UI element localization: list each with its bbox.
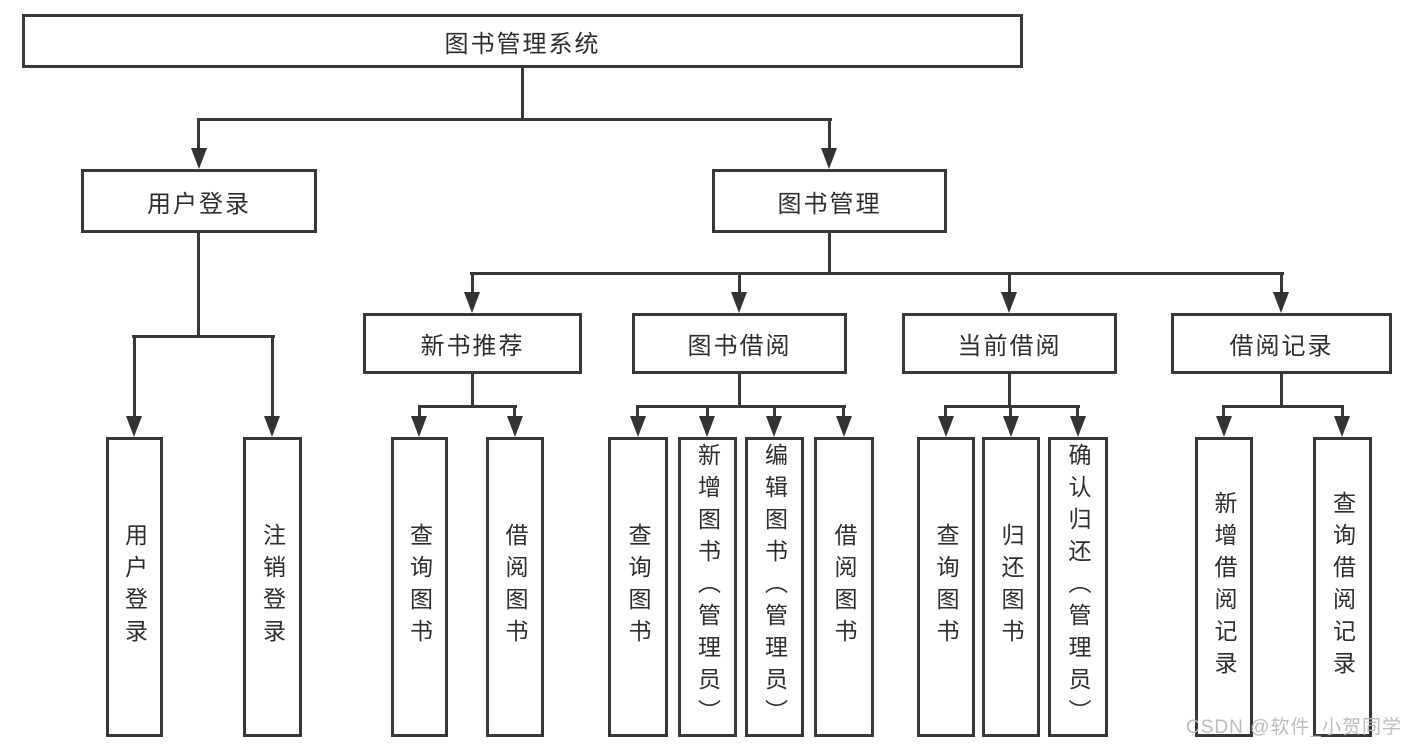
leaf-borrow-books-borrowing: 借阅图书 [814, 437, 874, 737]
csdn-watermark: CSDN @软件_小贺同学 [1186, 717, 1402, 738]
connector-line [1341, 405, 1344, 418]
connector-line [197, 118, 200, 150]
arrow-down-icon [411, 416, 427, 437]
arrow-down-icon [821, 148, 837, 169]
node-new-book-recommend: 新书推荐 [363, 313, 582, 374]
arrow-down-icon [836, 416, 852, 437]
leaf-query-books-recommend: 查询图书 [391, 437, 448, 737]
leaf-query-books-borrowing: 查询图书 [608, 437, 668, 737]
connector-line [636, 405, 846, 408]
connector-line [471, 272, 474, 294]
connector-line [1280, 374, 1283, 408]
node-current-borrowing: 当前借阅 [902, 313, 1117, 374]
arrow-down-icon [731, 292, 747, 313]
node-borrowing-records: 借阅记录 [1171, 313, 1392, 374]
connector-line [1008, 374, 1011, 408]
arrow-down-icon [264, 416, 280, 437]
arrow-down-icon [630, 416, 646, 437]
connector-line [636, 405, 639, 418]
connector-line [1009, 405, 1012, 418]
connector-line [132, 335, 275, 338]
arrow-down-icon [699, 416, 715, 437]
leaf-logout: 注销登录 [243, 437, 302, 737]
connector-line [738, 272, 741, 294]
arrow-down-icon [191, 148, 207, 169]
connector-line [197, 233, 200, 338]
node-root: 图书管理系统 [22, 14, 1023, 68]
arrow-down-icon [1001, 292, 1017, 313]
connector-line [197, 118, 832, 121]
connector-line [944, 405, 947, 418]
leaf-edit-book-admin: 编辑图书（管理员） [745, 437, 804, 737]
arrow-down-icon [1216, 416, 1232, 437]
arrow-down-icon [1334, 416, 1350, 437]
connector-line [738, 374, 741, 408]
leaf-query-books-current: 查询图书 [917, 437, 975, 737]
connector-line [773, 405, 776, 418]
connector-line [133, 335, 136, 418]
leaf-add-borrow-record: 新增借阅记录 [1195, 437, 1253, 737]
connector-line [944, 405, 1080, 408]
connector-line [418, 405, 517, 408]
connector-line [828, 118, 831, 150]
connector-line [1008, 272, 1011, 294]
arrow-down-icon [464, 292, 480, 313]
leaf-query-borrow-record: 查询借阅记录 [1313, 437, 1372, 737]
connector-line [1222, 405, 1344, 408]
arrow-down-icon [938, 416, 954, 437]
node-book-borrowing: 图书借阅 [632, 313, 847, 374]
leaf-confirm-return-admin: 确认归还（管理员） [1048, 437, 1108, 737]
connector-line [470, 272, 1284, 275]
connector-line [1280, 272, 1283, 294]
connector-line [1222, 405, 1225, 418]
connector-line [418, 405, 421, 418]
connector-line [842, 405, 845, 418]
connector-line [521, 68, 524, 120]
leaf-user-login: 用户登录 [106, 437, 163, 737]
leaf-return-books: 归还图书 [982, 437, 1040, 737]
leaf-borrow-books-recommend: 借阅图书 [486, 437, 544, 737]
connector-line [513, 405, 516, 418]
arrow-down-icon [766, 416, 782, 437]
arrow-down-icon [126, 416, 142, 437]
arrow-down-icon [507, 416, 523, 437]
connector-line [1076, 405, 1079, 418]
node-book-management: 图书管理 [712, 169, 947, 233]
connector-line [271, 335, 274, 418]
arrow-down-icon [1070, 416, 1086, 437]
leaf-add-book-admin: 新增图书（管理员） [678, 437, 737, 737]
node-user-login: 用户登录 [81, 169, 317, 233]
connector-line [471, 374, 474, 408]
arrow-down-icon [1003, 416, 1019, 437]
connector-line [828, 233, 831, 275]
connector-line [706, 405, 709, 418]
arrow-down-icon [1273, 292, 1289, 313]
